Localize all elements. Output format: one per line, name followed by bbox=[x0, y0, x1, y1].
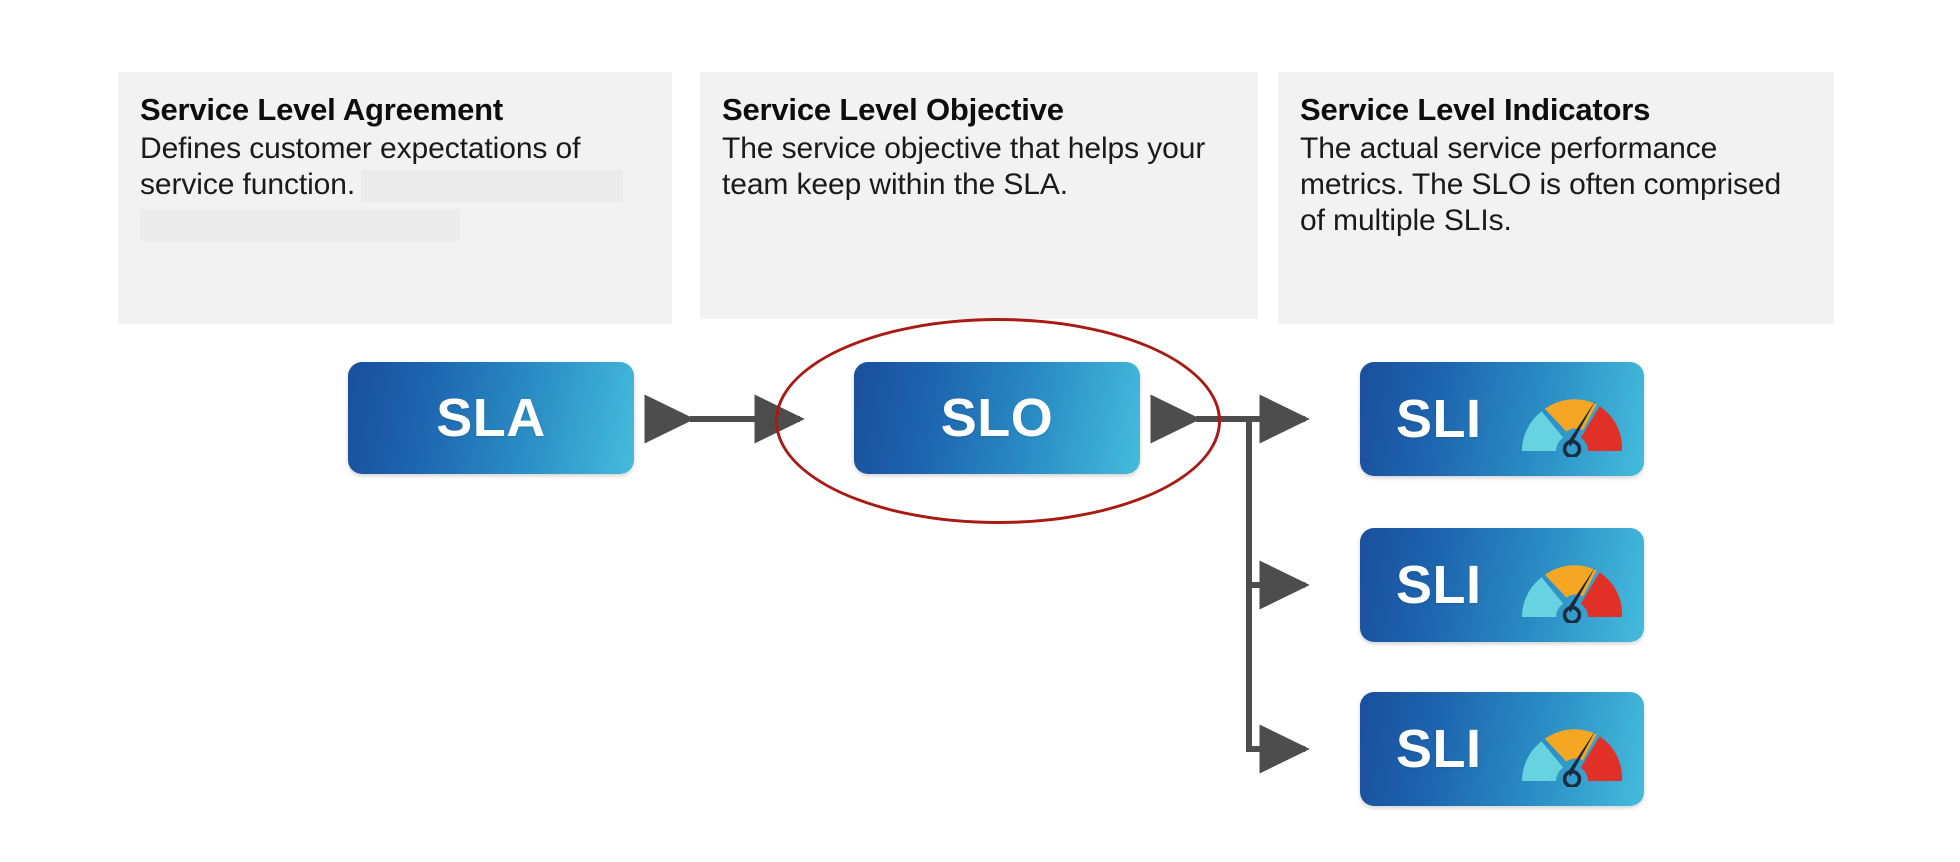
node-sla-label: SLA bbox=[436, 388, 546, 448]
gauge-icon bbox=[1522, 565, 1623, 623]
node-sli-label: SLI bbox=[1396, 389, 1482, 449]
card-service-level-indicators: Service Level Indicators The actual serv… bbox=[1278, 72, 1834, 324]
skeleton-placeholder-block bbox=[140, 208, 460, 241]
card-body: The service objective that helps your te… bbox=[722, 131, 1206, 201]
card-service-level-agreement: Service Level Agreement Defines customer… bbox=[118, 72, 672, 324]
node-sli-1[interactable]: SLI bbox=[1360, 362, 1644, 476]
node-sli-label: SLI bbox=[1396, 555, 1482, 615]
node-sli-2[interactable]: SLI bbox=[1360, 528, 1644, 642]
card-service-level-objective: Service Level Objective The service obje… bbox=[700, 72, 1258, 319]
card-body: The actual service performance metrics. … bbox=[1300, 131, 1782, 237]
highlight-ellipse-slo bbox=[775, 318, 1221, 524]
card-title: Service Level Objective bbox=[722, 92, 1064, 127]
card-title: Service Level Agreement bbox=[140, 92, 503, 127]
node-sla[interactable]: SLA bbox=[348, 362, 634, 474]
gauge-icon bbox=[1522, 729, 1623, 787]
skeleton-placeholder-inline bbox=[361, 169, 624, 202]
card-body: Defines customer expectations of service… bbox=[140, 131, 650, 241]
card-title: Service Level Indicators bbox=[1300, 92, 1651, 127]
gauge-icon bbox=[1522, 399, 1623, 457]
node-sli-3[interactable]: SLI bbox=[1360, 692, 1644, 806]
node-sli-label: SLI bbox=[1396, 719, 1482, 779]
